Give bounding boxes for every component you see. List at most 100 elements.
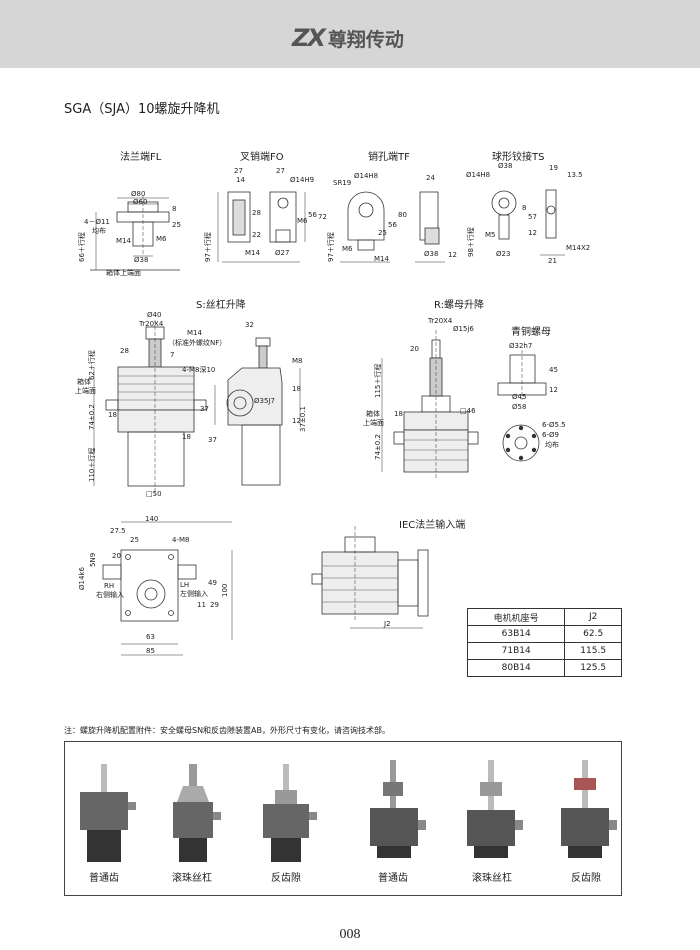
ts-stroke: 98＋行程: [467, 227, 475, 257]
r-box-top2: 上端面: [363, 419, 384, 427]
r-d74: 74±0.2: [374, 434, 382, 460]
ts-drawing: [491, 189, 565, 256]
ts-m14x2: M14X2: [566, 244, 591, 252]
r-d20: 20: [410, 345, 419, 353]
r-lift-drawing: [381, 330, 479, 480]
fo-d14h9: Ø14H9: [290, 176, 315, 184]
r-stroke: 115＋行程: [374, 363, 382, 398]
ts-d8: 8: [522, 204, 527, 212]
tf-m14: M14: [374, 255, 389, 263]
fl-d8: 8: [172, 205, 177, 213]
s-d18c: 18: [292, 385, 301, 393]
ts-m5: M5: [485, 231, 496, 239]
tf-d25: 25: [378, 229, 387, 237]
table-cell: 80B14: [466, 659, 566, 677]
s-d18a: 18: [108, 411, 117, 419]
ts-d57: 57: [528, 213, 537, 221]
photo-caption: 反齿隙: [271, 873, 301, 884]
iec-j2: J2: [384, 620, 391, 628]
s-stroke2: 110＋行程: [88, 447, 96, 482]
fo-d27b: 27: [276, 167, 285, 175]
tf-drawing: [340, 191, 445, 263]
s-box-top: 箱体: [77, 378, 91, 386]
table-cell: 71B14: [466, 642, 566, 660]
fl-stroke: 66＋行程: [78, 232, 86, 262]
photo-ballscrew-2: [467, 760, 523, 858]
s-d32: 32: [245, 321, 254, 329]
r-tr: Tr20X4: [428, 317, 453, 325]
bv-d11: 11: [197, 601, 206, 609]
ts-d21: 21: [548, 257, 557, 265]
fl-label: 法兰端FL: [120, 152, 162, 163]
r-sq46: □46: [460, 407, 476, 415]
nut-d12: 12: [549, 386, 558, 394]
photo-caption: 普通齿: [378, 873, 408, 884]
bv-d140: 140: [145, 515, 159, 523]
product-photo-illustrations: [80, 760, 617, 862]
tf-d24: 24: [426, 174, 435, 182]
iec-title: IEC法兰输入端: [399, 520, 466, 531]
fo-stroke: 97＋行程: [204, 232, 212, 262]
s-m8-10: 4-M8深10: [182, 366, 216, 374]
tf-m6: M6: [342, 245, 353, 253]
s-d74: 74±0.2: [88, 404, 96, 430]
nut-holes1: 6-Ø5.5: [542, 421, 566, 429]
page-title: SGA（SJA）10螺旋升降机: [64, 102, 220, 117]
bv-lh: LH: [180, 581, 190, 589]
bv-d14k6: Ø14k6: [78, 567, 86, 590]
page-number: 008: [339, 927, 361, 942]
bv-d20: 20: [112, 552, 121, 560]
photo-caption: 反齿隙: [571, 873, 601, 884]
fo-m6: M6: [297, 217, 308, 225]
bv-d63: 63: [146, 633, 155, 641]
nut-d45h: 45: [549, 366, 558, 374]
bv-rh-text: 右侧输入: [96, 591, 124, 599]
s-d37a: 37: [200, 405, 209, 413]
ts-d14h8: Ø14H8: [466, 171, 491, 179]
tf-d56: 56: [388, 221, 397, 229]
table-cell: 115.5: [564, 642, 622, 660]
s-d37b: 37: [208, 436, 217, 444]
s-d35j7: Ø35J7: [254, 397, 275, 405]
fo-label: 叉销端FO: [240, 152, 284, 163]
fo-d14: 14: [236, 176, 245, 184]
photo-antibacklash-2: [561, 760, 617, 858]
bv-d29: 29: [210, 601, 219, 609]
photo-caption: 普通齿: [89, 873, 119, 884]
r-lift-title: R:螺母升降: [434, 300, 485, 311]
tf-stroke: 97＋行程: [327, 232, 335, 262]
bv-d49: 49: [208, 579, 217, 587]
tf-label: 销孔端TF: [368, 152, 410, 163]
table-header: 电机机座号: [466, 608, 566, 626]
r-box-top: 箱体: [366, 410, 380, 418]
s-box-top2: 上端面: [75, 387, 96, 395]
photo-standard-1: [80, 764, 136, 862]
s-m14: M14: [187, 329, 202, 337]
s-lift-front-drawing: [93, 320, 207, 495]
ts-d38: Ø38: [498, 162, 513, 170]
tf-sr19: SR19: [333, 179, 352, 187]
fl-drawing: [90, 196, 180, 271]
fl-m14: M14: [116, 237, 131, 245]
tf-d14h8: Ø14H8: [354, 172, 379, 180]
photo-antibacklash-1: [263, 764, 317, 862]
photo-standard-2: [370, 760, 426, 858]
ts-d135: 13.5: [567, 171, 583, 179]
s-d37c: 37±0.1: [299, 406, 307, 432]
nut-even: 均布: [545, 441, 559, 449]
fo-m14: M14: [245, 249, 260, 257]
table-cell: 63B14: [466, 625, 566, 643]
s-stroke1: 62＋行程: [88, 350, 96, 380]
brand-logo: ZX 尊翔传动: [292, 24, 404, 52]
s-d7: 7: [170, 351, 175, 359]
header-bar: ZX 尊翔传动: [0, 0, 700, 68]
photo-ballscrew-1: [173, 764, 221, 862]
bv-m8: 4-M8: [172, 536, 190, 544]
s-d28: 28: [120, 347, 129, 355]
s-d40: Ø40: [147, 311, 162, 319]
tf-d80: 80: [398, 211, 407, 219]
fo-d28: 28: [252, 209, 261, 217]
bv-rh: RH: [104, 582, 115, 590]
tf-d38: Ø38: [424, 250, 439, 258]
photo-caption: 滚珠丝杠: [172, 873, 212, 884]
